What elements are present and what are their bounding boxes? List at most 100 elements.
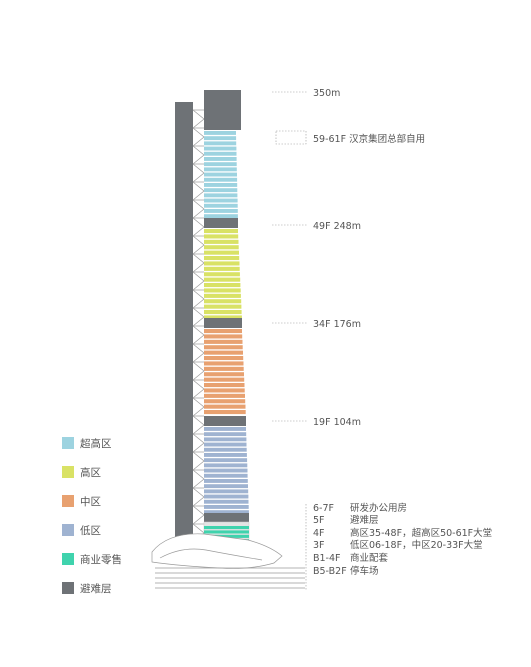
basement-levels [155,567,305,589]
floor-note-floor: 4F [313,528,325,539]
floor-slab-high [204,261,240,266]
floor-note-floor: B1-4F [313,553,341,564]
floor-slab-mid [204,410,246,415]
level-label-49f: 49F 248m [313,221,361,232]
brace-segment [192,415,205,435]
floor-slab-high [204,245,239,250]
brace-segment [192,469,205,489]
floor-slab-ultra-high [204,157,237,161]
floor-slab-ultra-high [204,151,237,156]
brace-segment [192,451,205,471]
zone-ultra-high [204,131,238,219]
floor-slab-ultra-high [204,188,238,193]
floor-note-desc: 低区06-18F，中区20-33F大堂 [350,539,483,551]
level-labels: 350m 59-61F 汉京集团总部自用 49F 248m 34F 176m 1… [313,88,425,428]
legend-label-ultra-high: 超高区 [80,437,112,450]
floor-note-floor: 3F [313,540,325,551]
floor-slab-low [204,510,249,515]
floor-slab-high [204,239,239,244]
floor-slab-low [204,484,248,489]
brace-segment [192,307,205,327]
floor-slab-ultra-high [204,198,238,203]
podium-curve [159,548,263,561]
floor-slab-mid [204,372,244,377]
floor-slab-retail [204,530,249,534]
legend-swatch-mid [62,495,74,507]
leader-59-61f [275,130,307,145]
floor-slab-mid [204,366,244,371]
level-label-19f: 19F 104m [313,417,361,428]
floor-slab-retail [204,526,249,530]
brace-segment [192,379,205,399]
structural-bracing [192,109,205,543]
floor-slab-ultra-high [204,131,236,135]
legend-label-high: 高区 [80,466,101,479]
floor-slab-ultra-high [204,209,238,213]
floor-slab-mid [204,404,246,409]
floor-note-desc: 研发办公用房 [350,502,407,514]
refuge-floor-5 [204,513,249,522]
floor-slab-ultra-high [204,162,237,167]
floor-slab-ultra-high [204,146,237,151]
brace-segment [192,127,205,147]
floor-note-desc: 停车场 [350,565,379,577]
legend-swatch-low [62,524,74,536]
legend-label-low: 低区 [80,524,101,537]
floor-slab-high [204,250,239,255]
floor-slab-mid [204,393,245,398]
legend: 超高区 高区 中区 低区 商业零售 避难层 [62,437,122,595]
floor-slab-low [204,427,246,431]
floor-slab-mid [204,334,243,339]
floor-slab-high [204,256,240,261]
legend-swatch-ultra-high [62,437,74,449]
floor-slab-high [204,310,242,315]
floor-slab-low [204,432,247,437]
floor-slab-mid [204,361,244,366]
legend-label-retail: 商业零售 [80,553,122,566]
legend-swatch-refuge [62,582,74,594]
floor-slab-low [204,499,249,504]
zone-high [204,229,242,320]
floor-slab-mid [204,388,245,393]
podium [151,533,283,569]
level-label-350m: 350m [313,88,340,99]
floor-slab-high [204,229,238,234]
floor-slab-high [204,304,242,309]
level-label-59-61f: 59-61F 汉京集团总部自用 [313,133,425,145]
floor-slab-ultra-high [204,167,237,172]
floor-slab-high [204,234,239,239]
floor-slab-ultra-high [204,141,237,146]
floor-slab-ultra-high [204,183,238,187]
floor-slab-low [204,453,247,457]
floor-slab-mid [204,399,246,404]
floor-slab-ultra-high [204,136,237,141]
floor-slab-mid [204,329,242,334]
floor-slab-retail [204,534,249,538]
brace-segment [192,325,205,345]
brace-segment [192,505,205,525]
floor-slab-mid [204,383,245,388]
level-annotations [272,91,308,590]
main-tower [203,90,250,547]
floor-slab-mid [204,350,243,355]
floor-note-floor: 6-7F [313,503,334,514]
brace-segment [192,163,205,183]
floor-notes: 6-7F 研发办公用房 5F 避难层 4F 高区35-48F，超高区50-61F… [313,502,492,577]
floor-slab-high [204,293,241,298]
floor-slab-low [204,505,249,509]
brace-segment [192,109,205,129]
floor-slab-low [204,479,248,483]
brace-segment [192,361,205,381]
podium-shell [151,533,283,569]
floor-slab-mid [204,339,243,344]
brace-segment [192,433,205,453]
service-core [175,102,193,538]
floor-slab-high [204,315,242,320]
brace-segment [192,217,205,237]
floor-slab-low [204,437,247,442]
floor-note-desc: 避难层 [350,514,379,526]
brace-segment [192,199,205,219]
brace-segment [192,271,205,291]
level-label-34f: 34F 176m [313,319,361,330]
